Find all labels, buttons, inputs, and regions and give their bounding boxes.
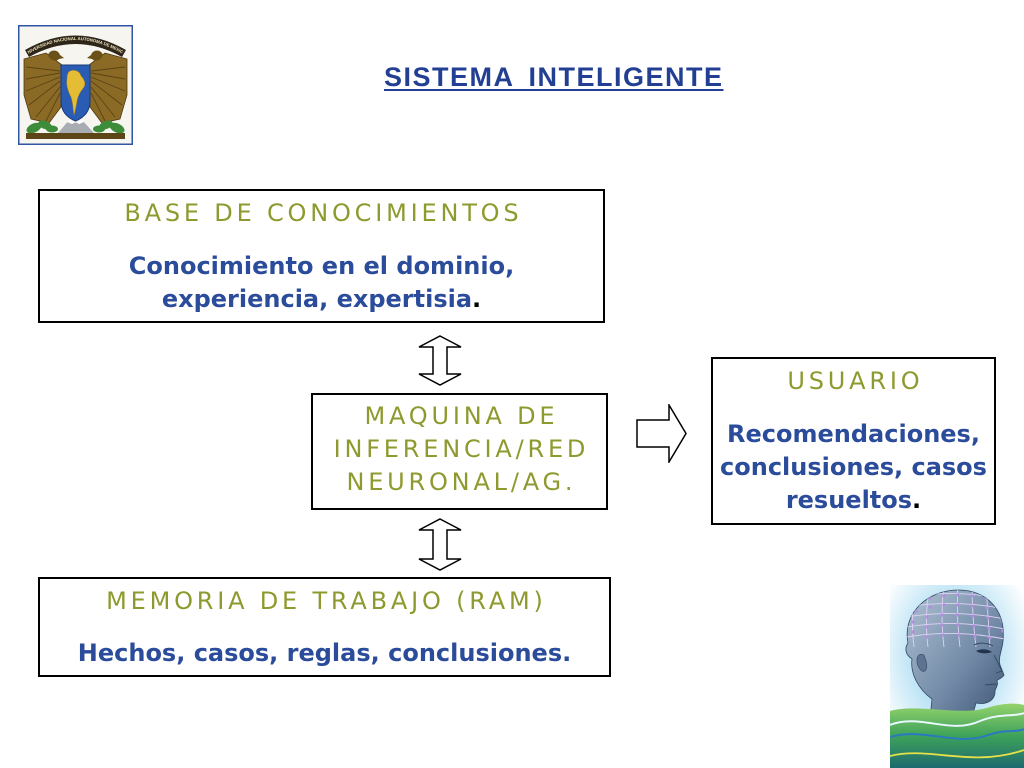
user-description-line: resueltos. bbox=[713, 484, 994, 517]
slide-title: SISTEMA INTELIGENTE bbox=[353, 62, 753, 92]
inference-engine-label-line: MAQUINA DE bbox=[364, 402, 559, 430]
working-memory-box: MEMORIA DE TRABAJO (RAM) Hechos, casos, … bbox=[38, 577, 611, 677]
right-arrow-icon bbox=[636, 404, 687, 463]
face-features bbox=[916, 642, 1003, 686]
user-period: . bbox=[912, 486, 922, 514]
eagle-figure bbox=[23, 50, 64, 124]
double-vertical-arrow-icon bbox=[418, 335, 462, 386]
knowledge-base-description-text: experiencia, expertisia bbox=[161, 285, 473, 313]
user-description-line: Recomendaciones, bbox=[727, 420, 980, 448]
knowledge-base-heading: BASE DE CONOCIMIENTOS bbox=[124, 199, 523, 227]
user-description-text: resueltos bbox=[785, 486, 913, 514]
knowledge-base-description-line: experiencia, expertisia. bbox=[40, 283, 603, 316]
wave-band bbox=[890, 703, 1024, 768]
double-vertical-arrow-icon bbox=[418, 518, 462, 571]
neural-network-head-icon bbox=[890, 585, 1024, 768]
working-memory-heading: MEMORIA DE TRABAJO (RAM) bbox=[106, 587, 547, 615]
unam-crest-icon: UNIVERSIDAD NACIONAL AUTONOMA DE MEXICO bbox=[18, 25, 133, 145]
knowledge-base-description-line: Conocimiento en el dominio, bbox=[128, 252, 515, 280]
user-heading: USUARIO bbox=[787, 367, 924, 395]
unam-crest-graphic: UNIVERSIDAD NACIONAL AUTONOMA DE MEXICO bbox=[18, 25, 133, 145]
crest-shield bbox=[60, 64, 91, 122]
user-description-line: conclusiones, casos bbox=[720, 453, 987, 481]
knowledge-base-box: BASE DE CONOCIMIENTOS Conocimiento en el… bbox=[38, 189, 605, 323]
inference-engine-box: MAQUINA DE INFERENCIA/RED NEURONAL/AG. bbox=[311, 393, 608, 510]
condor-figure bbox=[87, 50, 128, 124]
inference-engine-label-line: NEURONAL/AG. bbox=[346, 468, 577, 496]
working-memory-description-line: Hechos, casos, reglas, conclusiones. bbox=[77, 639, 572, 667]
inference-engine-label-line: INFERENCIA/RED bbox=[333, 435, 590, 463]
slide-title-text: SISTEMA INTELIGENTE bbox=[383, 62, 724, 92]
knowledge-base-period: . bbox=[472, 285, 482, 313]
user-box: USUARIO Recomendaciones, conclusiones, c… bbox=[711, 357, 996, 525]
neural-head-illustration bbox=[890, 585, 1024, 768]
crest-base bbox=[26, 119, 125, 139]
